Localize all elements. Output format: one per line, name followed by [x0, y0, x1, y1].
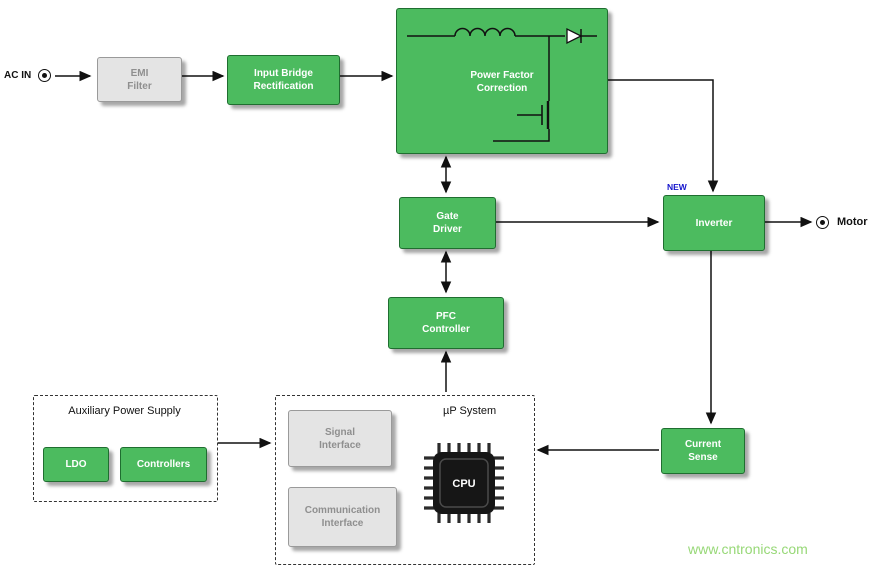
group-title-auxiliary-power-supply: Auxiliary Power Supply: [68, 405, 181, 417]
block-label: Driver: [433, 224, 462, 235]
diode-icon: [566, 27, 583, 45]
block-pfc-controller: PFC Controller: [388, 297, 504, 349]
motor-terminal-icon: [816, 216, 829, 229]
block-emi-filter: EMI Filter: [97, 57, 182, 102]
new-badge: NEW: [667, 182, 687, 192]
block-label: LDO: [65, 459, 87, 470]
block-label: Filter: [127, 80, 152, 92]
block-label: Input Bridge: [254, 68, 313, 79]
block-label: Rectification: [253, 81, 314, 92]
block-label: Interface: [321, 518, 364, 529]
block-inverter: Inverter: [663, 195, 765, 251]
block-label: Communication: [304, 505, 381, 516]
ac-in-terminal-icon: [38, 69, 51, 82]
block-signal-interface: Signal Interface: [288, 410, 392, 467]
group-up-system: [275, 395, 535, 565]
mosfet-icon: [493, 101, 550, 142]
block-label: Interface: [319, 439, 361, 451]
block-label-wrap: Power Factor Correction: [397, 69, 607, 95]
block-gate-driver: Gate Driver: [399, 197, 496, 249]
arrow-pfc-to-inverter: [607, 79, 719, 193]
group-auxiliary-power-supply: [33, 395, 218, 502]
ac-in-label: AC IN: [4, 70, 32, 81]
block-label: PFC: [436, 311, 456, 322]
watermark: www.cntronics.com: [688, 541, 808, 557]
block-label: Current: [684, 439, 722, 450]
block-communication-interface: Communication Interface: [288, 487, 397, 547]
block-label: Controller: [422, 324, 470, 335]
block-current-sense: Current Sense: [661, 428, 745, 474]
block-label: Inverter: [695, 217, 733, 229]
block-label: Gate: [436, 211, 459, 222]
block-label: Signal: [324, 426, 355, 438]
block-power-factor-correction: Power Factor Correction: [396, 8, 608, 154]
block-input-bridge-rectification: Input Bridge Rectification: [227, 55, 340, 105]
block-label: Sense: [688, 452, 718, 463]
block-label: Controllers: [136, 459, 191, 470]
group-title-up-system: µP System: [443, 405, 497, 417]
cpu-label: CPU: [452, 478, 475, 490]
block-label: Power Factor: [470, 70, 534, 81]
cpu-chip-icon: CPU: [424, 443, 504, 523]
block-label: EMI: [130, 67, 149, 79]
inductor-icon: [454, 27, 516, 37]
block-controllers: Controllers: [120, 447, 207, 482]
block-ldo: LDO: [43, 447, 109, 482]
motor-label: Motor: [837, 216, 868, 228]
pfc-circuit-symbols-icon: [407, 27, 597, 142]
block-label: Correction: [476, 83, 528, 94]
